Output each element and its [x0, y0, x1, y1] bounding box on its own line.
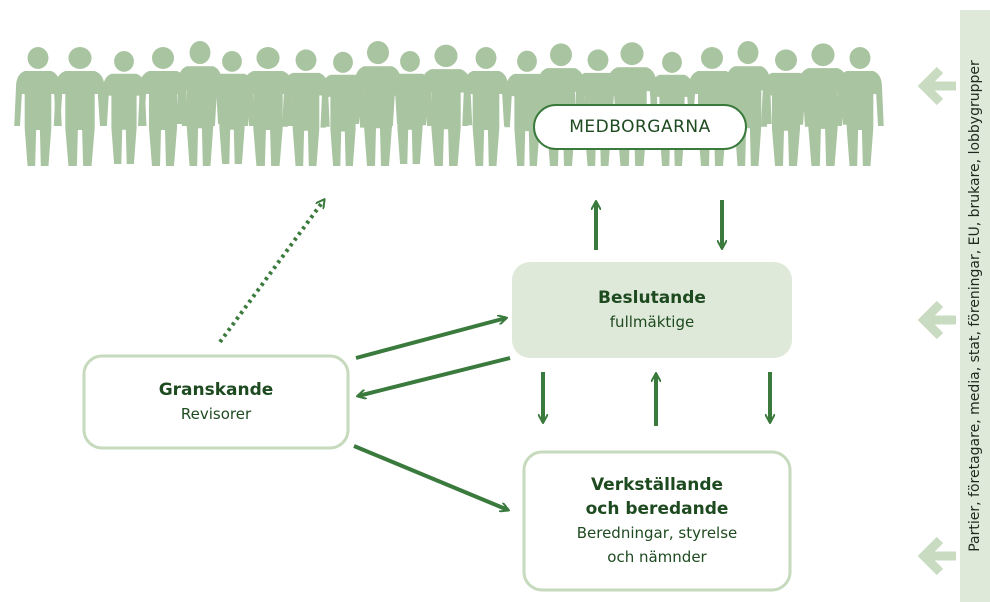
crowd-illustration: [14, 41, 884, 167]
arrow-audit-to-citizens-dotted: [218, 200, 324, 344]
decision-title: Beslutande: [598, 288, 706, 308]
audit-subtitle: Revisorer: [180, 405, 252, 423]
influencers-sidebar: [960, 10, 990, 602]
execution-box: [522, 450, 792, 592]
execution-subtitle-line1: Beredningar, styrelse: [576, 524, 738, 542]
influence-arrow-middle: [917, 300, 956, 340]
arrow-audit-to-execution: [353, 444, 508, 510]
influence-arrow-bottom: [917, 536, 956, 576]
influencers-text: Partier, företagare, media, stat, föreni…: [967, 60, 983, 552]
citizens-label: MEDBORGARNA: [533, 104, 747, 150]
decision-node: Beslutande fullmäktige: [512, 262, 792, 358]
audit-title: Granskande: [158, 380, 274, 400]
influence-arrow-top: [917, 66, 956, 106]
decision-box: [512, 262, 792, 358]
audit-node: Granskande Revisorer: [84, 356, 348, 448]
decision-subtitle: fullmäktige: [609, 313, 695, 331]
execution-title-line1: Verkställande: [590, 475, 724, 495]
audit-box: [82, 354, 350, 450]
execution-subtitle-line2: och nämnder: [607, 548, 707, 566]
execution-title-line2: och beredande: [585, 499, 729, 519]
arrow-decision-to-audit: [358, 356, 511, 396]
arrow-audit-to-decision: [355, 318, 506, 360]
execution-node: Verkställande och beredande Beredningar,…: [524, 452, 790, 590]
